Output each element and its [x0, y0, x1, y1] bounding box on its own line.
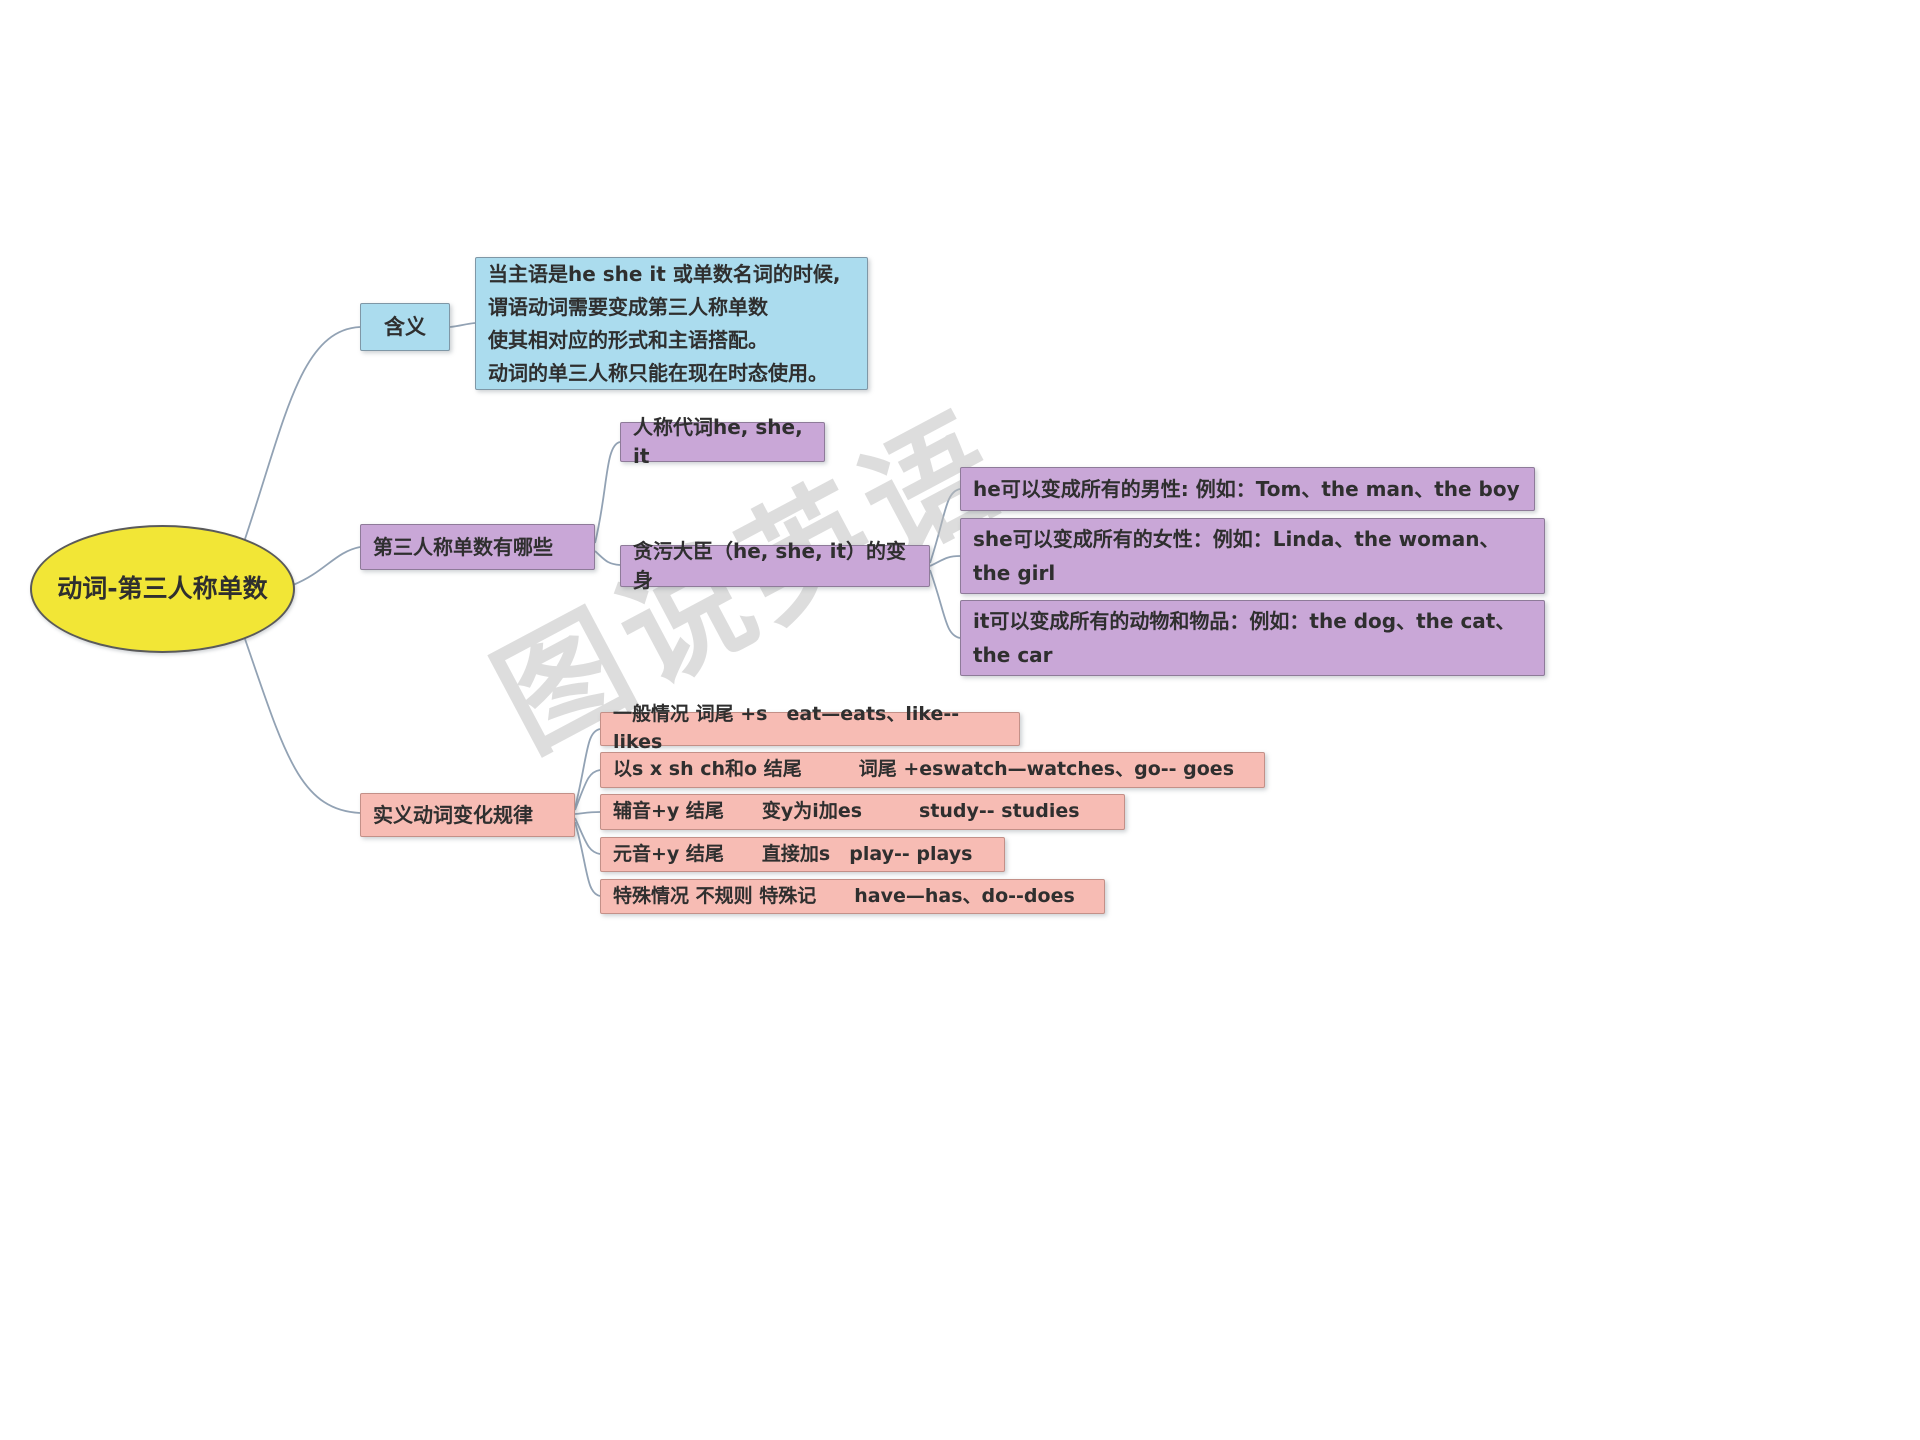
- branch-third-person-node: 第三人称单数有哪些: [360, 524, 595, 570]
- rule-es-node: 以s x sh ch和o 结尾 词尾 +eswatch—watches、go--…: [600, 752, 1265, 788]
- edge-thirdperson-pronouns: [594, 441, 621, 544]
- edge-rules-5: [574, 821, 601, 897]
- example-it-node: it可以变成所有的动物和物品：例如：the dog、the cat、the ca…: [960, 600, 1545, 676]
- edge-transform-she: [929, 555, 961, 567]
- edge-thirdperson-transform: [594, 550, 621, 566]
- branch-meaning-node: 含义: [360, 303, 450, 351]
- edge-transform-it: [929, 569, 961, 639]
- transform-node: 贪污大臣（he, she, it）的变身: [620, 539, 930, 592]
- edge-rules-4: [574, 817, 601, 855]
- pronouns-node: 人称代词he, she, it: [620, 415, 825, 468]
- example-he-node: he可以变成所有的男性: 例如：Tom、the man、the boy: [960, 467, 1535, 511]
- root-node: 动词-第三人称单数: [30, 525, 295, 653]
- edge-rules-3: [574, 811, 601, 815]
- rule-general-node: 一般情况 词尾 +s eat—eats、like-- likes: [600, 703, 1020, 753]
- branch-verb-rules-node: 实义动词变化规律: [360, 793, 575, 837]
- edge-transform-he: [929, 488, 961, 564]
- edge-root-thirdperson: [292, 546, 361, 586]
- rule-vowel-y-node: 元音+y 结尾 直接加s play-- plays: [600, 837, 1005, 872]
- edge-root-meaning: [244, 326, 361, 540]
- edge-root-verbrules: [244, 638, 361, 814]
- edge-meaning-detail: [449, 322, 476, 328]
- meaning-detail-node: 当主语是he she it 或单数名词的时候, 谓语动词需要变成第三人称单数 使…: [475, 257, 868, 390]
- rule-consonant-y-node: 辅音+y 结尾 变y为i加es study-- studies: [600, 794, 1125, 830]
- edge-rules-1: [574, 728, 601, 809]
- rule-special-node: 特殊情况 不规则 特殊记 have—has、do--does: [600, 879, 1105, 914]
- edge-rules-2: [574, 769, 601, 811]
- example-she-node: she可以变成所有的女性：例如：Linda、the woman、the girl: [960, 518, 1545, 594]
